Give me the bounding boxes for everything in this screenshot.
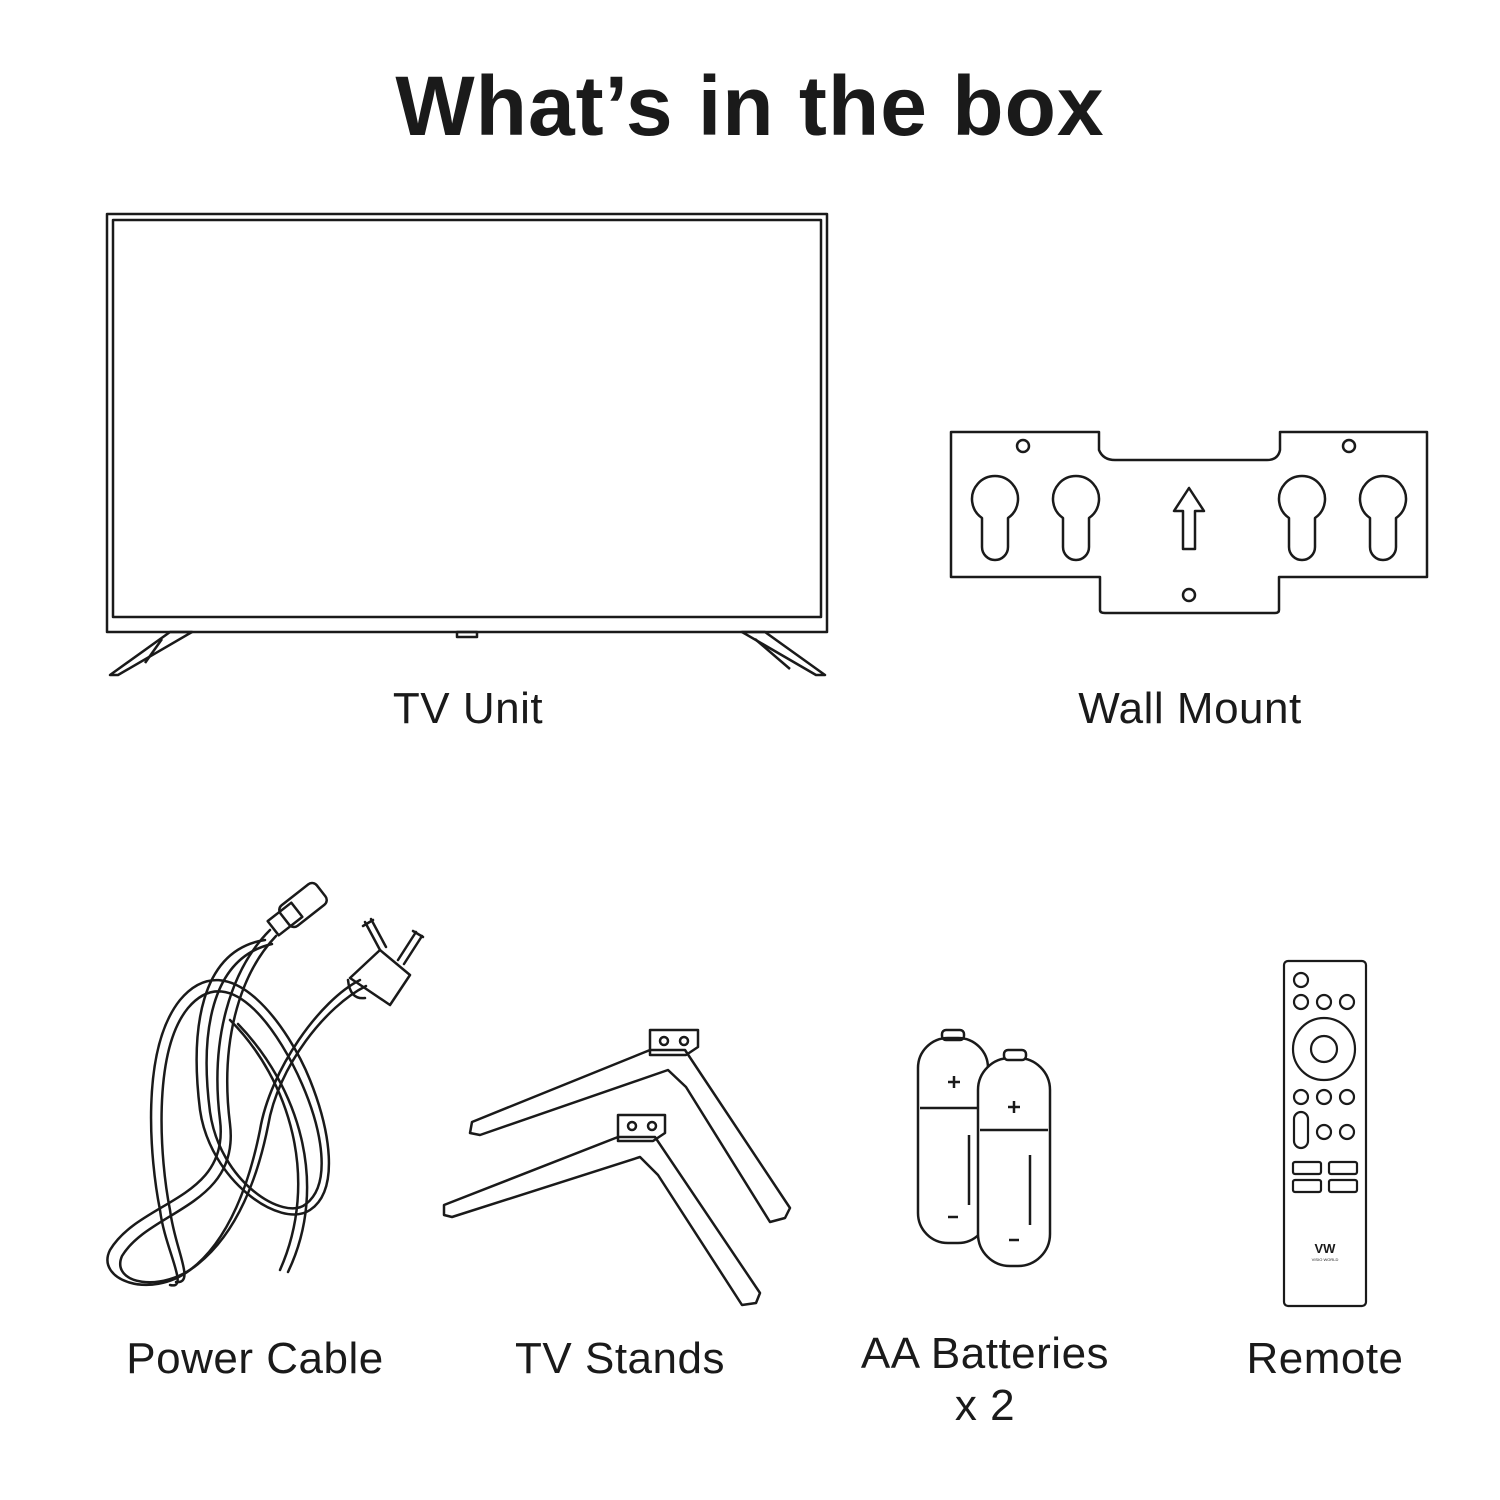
remote-logo-mark: VW xyxy=(1315,1241,1337,1256)
batteries-label: AA Batteries xyxy=(860,1329,1110,1378)
wall-mount-icon xyxy=(945,425,1435,620)
batteries-icon xyxy=(912,1020,1057,1275)
power-cable-icon xyxy=(80,880,430,1300)
remote-icon: VW VISIO WORLD xyxy=(1280,955,1370,1311)
remote-logo-text: VISIO WORLD xyxy=(1312,1257,1339,1262)
wall-mount-label: Wall Mount xyxy=(1078,684,1302,733)
tv-stands-label: TV Stands xyxy=(515,1334,725,1383)
batteries-quantity: x 2 xyxy=(954,1381,1016,1430)
tv-icon xyxy=(100,205,840,685)
page-title: What’s in the box xyxy=(395,59,1105,153)
tv-unit-label: TV Unit xyxy=(392,684,544,733)
remote-label: Remote xyxy=(1246,1334,1404,1383)
tv-stands-icon xyxy=(440,1025,800,1310)
power-cable-label: Power Cable xyxy=(126,1334,384,1383)
